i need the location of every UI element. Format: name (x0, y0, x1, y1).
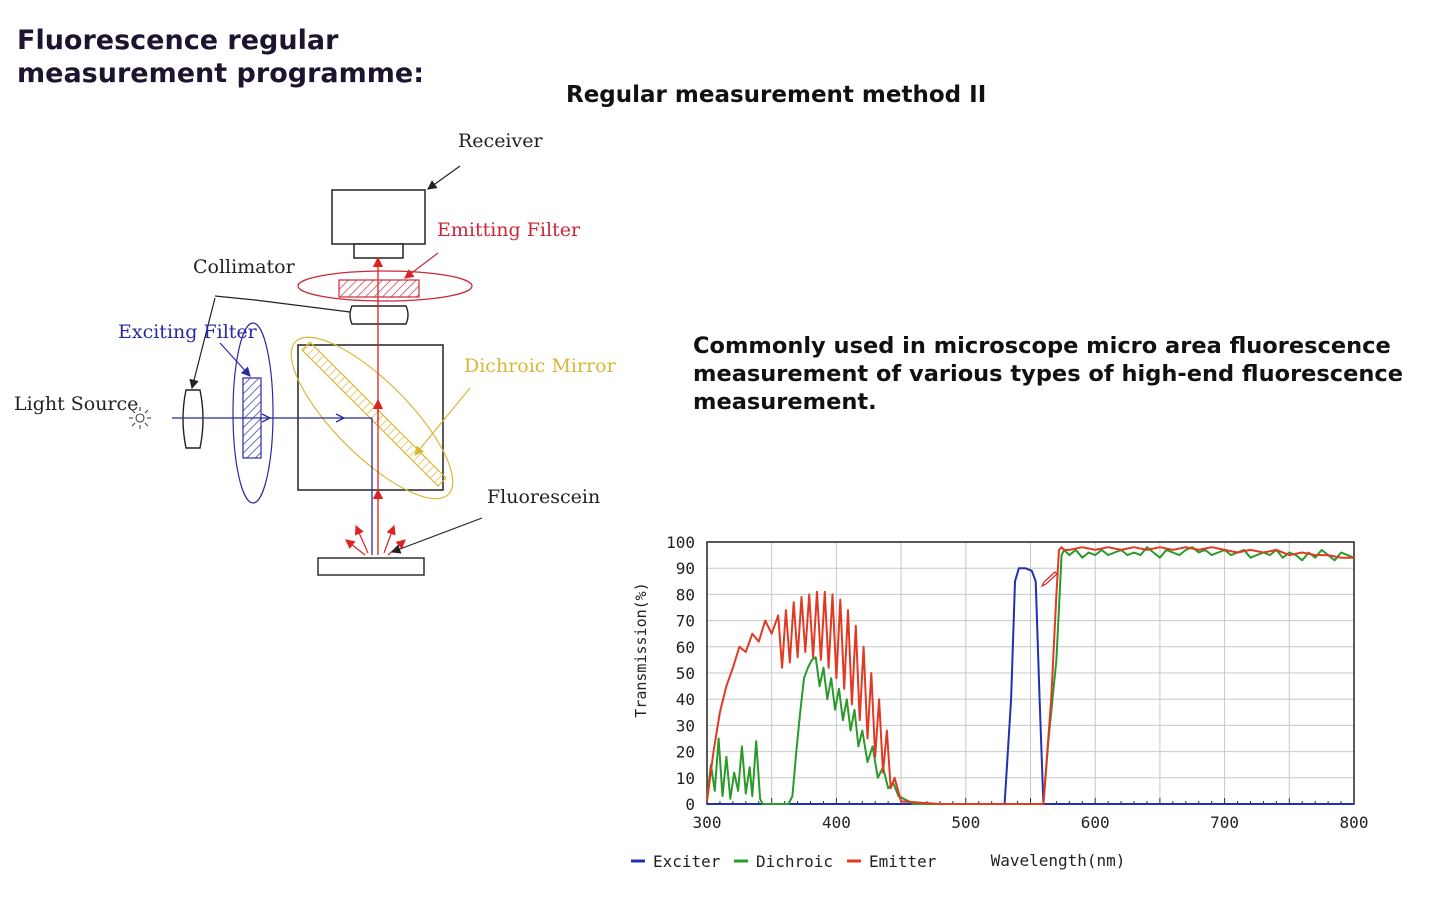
cursor-marker (1040, 571, 1058, 588)
emitting-filter-label: Emitting Filter (437, 219, 581, 241)
y-tick-label: 60 (676, 638, 695, 657)
exciting-filter-label: Exciting Filter (118, 321, 258, 343)
fluorescein-label: Fluorescein (487, 486, 600, 508)
y-tick-label: 30 (676, 716, 695, 735)
light-source-label: Light Source (14, 393, 138, 415)
collimator-pointer-2 (189, 297, 216, 390)
collimator (349, 305, 409, 325)
page-title: Fluorescence regular measurement program… (17, 25, 424, 89)
receiver-pointer (427, 165, 461, 190)
dichroic-mirror (290, 336, 454, 500)
collimator-label: Collimator (193, 256, 296, 278)
excitation-beam (172, 413, 373, 555)
x-tick-label: 600 (1081, 813, 1110, 832)
x-tick-label: 800 (1340, 813, 1369, 832)
series-exciter (707, 567, 1354, 805)
y-tick-label: 70 (676, 612, 695, 631)
sample-slide (317, 557, 425, 576)
legend-label-emitter: Emitter (869, 852, 937, 871)
y-tick-label: 10 (676, 769, 695, 788)
legend-label-exciter: Exciter (653, 852, 721, 871)
dichroic-mirror-label: Dichroic Mirror (464, 355, 617, 377)
y-tick-label: 90 (676, 559, 695, 578)
y-tick-label: 100 (666, 533, 695, 552)
description: Commonly used in microscope micro area f… (693, 333, 1404, 415)
light-source-icon (129, 407, 151, 429)
receiver-label: Receiver (458, 130, 543, 152)
legend-label-dichroic: Dichroic (756, 852, 833, 871)
optical-diagram: Receiver Emitting Filter Collimator Exci… (14, 130, 617, 576)
exciting-filter-pointer (219, 342, 251, 377)
excitation-lens (182, 389, 204, 449)
receiver (331, 189, 426, 259)
y-tick-label: 50 (676, 664, 695, 683)
x-axis-label: Wavelength(nm) (991, 851, 1126, 870)
method-title: Regular measurement method II (566, 82, 987, 108)
emitting-filter (297, 270, 473, 302)
dichroic-mirror-pointer (414, 387, 471, 456)
collimator-pointer (214, 295, 351, 313)
x-tick-label: 700 (1210, 813, 1239, 832)
x-tick-label: 500 (951, 813, 980, 832)
fluorescein-pointer (390, 517, 483, 554)
series-emitter (706, 546, 1354, 805)
y-axis-label: Transmission(%) (632, 582, 650, 717)
x-tick-label: 300 (693, 813, 722, 832)
y-tick-label: 0 (685, 795, 695, 814)
emitting-filter-pointer (404, 252, 439, 279)
y-tick-label: 20 (676, 743, 695, 762)
y-tick-label: 40 (676, 690, 695, 709)
series-dichroic (706, 546, 1355, 805)
exciting-filter (232, 322, 274, 504)
plot-frame (706, 541, 1355, 805)
x-tick-label: 400 (822, 813, 851, 832)
y-tick-label: 80 (676, 585, 695, 604)
plot-area (707, 542, 1354, 804)
